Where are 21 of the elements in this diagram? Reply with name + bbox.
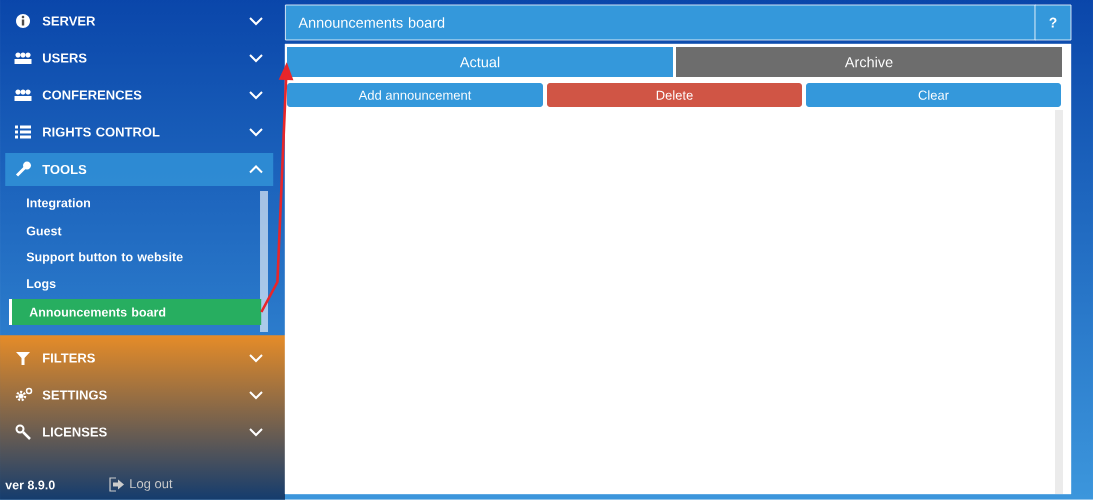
menu-item: TOOLS — [5, 153, 274, 186]
menu-item: SERVER — [42, 16, 96, 26]
button: Clear — [806, 83, 1061, 107]
menu-item: RIGHTS CONTROL — [43, 127, 160, 137]
menu-item: LICENSES — [43, 427, 107, 437]
logout-link: Log out — [130, 479, 173, 491]
submenu-item: Announcements board — [9, 299, 262, 325]
submenu-item: Logs — [27, 279, 56, 291]
button: Delete — [547, 83, 802, 107]
submenu-item: Guest — [26, 226, 62, 236]
submenu-item: Support button to website — [26, 252, 183, 264]
version-text: ver 8.9.0 — [5, 480, 55, 490]
menu-item: USERS — [43, 53, 87, 63]
submenu-item: Integration — [27, 198, 90, 210]
tab: Actual — [287, 47, 673, 77]
tab: Archive — [676, 47, 1062, 77]
help-button: ? — [1034, 4, 1072, 41]
menu-item: FILTERS — [43, 353, 95, 363]
button: Add announcement — [287, 83, 543, 107]
menu-item: CONFERENCES — [42, 90, 142, 100]
menu-item: SETTINGS — [42, 390, 107, 400]
